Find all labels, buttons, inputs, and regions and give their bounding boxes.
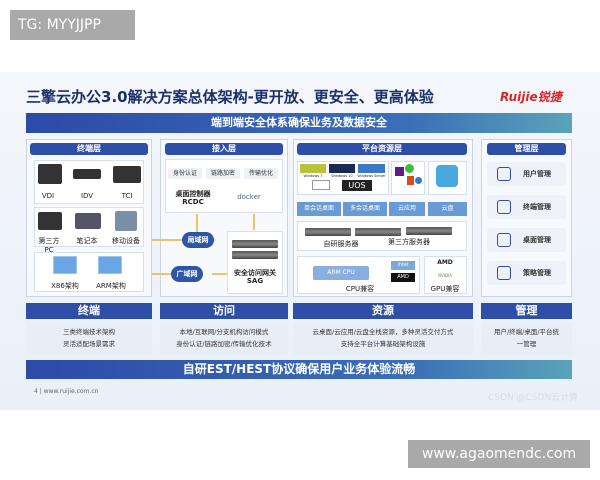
- vdi-label: VDI: [41, 192, 55, 200]
- self-server-label: 自研服务器: [323, 240, 359, 248]
- office-icon: [407, 176, 414, 185]
- intel-logo: intel: [391, 261, 415, 270]
- policy-management: 策略管理: [487, 261, 566, 285]
- top-banner: 端到端安全体系确保业务及数据安全: [26, 113, 572, 133]
- windows-server-label: Windows Server: [357, 174, 386, 178]
- windows10-label: Windows 10: [331, 174, 353, 178]
- terminal-header: 终端层: [30, 143, 148, 155]
- idv-label: IDV: [80, 192, 94, 200]
- encrypt-pill: 链路加密: [206, 168, 240, 179]
- server-icon: [232, 251, 278, 259]
- tci-monitor-icon: [113, 166, 141, 183]
- gpu-box: [424, 256, 467, 294]
- ruijie-logo: Ruijie锐捷: [500, 90, 562, 104]
- docker-logo: docker: [237, 193, 261, 201]
- multi-session-desktop: 多会话桌面: [343, 202, 387, 216]
- kylin-icon: [312, 180, 330, 190]
- arm-cpu: ARM CPU: [313, 266, 369, 280]
- overlay-tag: TG: MYYJJPP: [10, 10, 135, 40]
- code-monitor-icon: [497, 200, 511, 214]
- connector-arrow: [152, 273, 180, 275]
- optimize-pill: 传输优化: [244, 168, 278, 179]
- idv-device-icon: [73, 169, 101, 179]
- amd-gpu-logo: AMD: [437, 259, 453, 266]
- server-icon: [305, 228, 351, 236]
- connector-arrow: [196, 214, 198, 232]
- mobile-device-icon: [115, 211, 137, 231]
- rcdc-label: RCDC: [182, 198, 204, 206]
- terminal-management-label: 终端管理: [523, 203, 551, 211]
- cloud-disk: 云盘: [428, 202, 467, 216]
- user-management: 用户管理: [487, 162, 566, 186]
- third-party-pc-label: 第三方PC: [38, 237, 60, 254]
- cloud-disk-icon: [436, 165, 458, 187]
- watermark-url: www.agaomendc.com: [408, 440, 590, 468]
- server-icon: [406, 227, 452, 235]
- premiere-icon: [395, 167, 404, 176]
- connector-arrow: [152, 239, 182, 241]
- gpu-compat-label: GPU兼容: [430, 285, 460, 293]
- desktop-management: 桌面管理: [487, 228, 566, 252]
- servers-box: [297, 221, 467, 251]
- summary-resource-text: 云桌面/云应用/云盘全栈资源，多种灵活交付方式支持全平台计算基础架构设施: [293, 322, 473, 355]
- sag-label: 安全访问网关: [234, 269, 276, 277]
- slide-footer: 4 | www.ruijie.com.cn: [34, 388, 99, 395]
- windows7-icon: [300, 164, 326, 173]
- windows7-label: Windows 7: [303, 174, 323, 178]
- windows-server-icon: [358, 164, 385, 173]
- summary-management-title: 管理: [481, 303, 572, 319]
- nvidia-logo: NVIDIA: [438, 273, 452, 278]
- single-session-desktop: 单会话桌面: [297, 202, 341, 216]
- summary-terminal-title: 终端: [26, 303, 152, 319]
- user-icon: [497, 167, 511, 181]
- server-icon: [355, 228, 401, 236]
- arm-chip-icon: [98, 256, 122, 274]
- windows10-icon: [329, 164, 355, 173]
- amd-logo: AMD: [391, 273, 415, 282]
- laptop-label: 笔记本: [76, 237, 98, 245]
- desktop-management-label: 桌面管理: [523, 236, 551, 244]
- server-icon: [232, 240, 278, 248]
- summary-access-title: 访问: [160, 303, 288, 319]
- summary-resource-title: 资源: [293, 303, 473, 319]
- pc-icon: [38, 212, 62, 230]
- ie-icon: [415, 177, 422, 184]
- access-header: 接入层: [165, 143, 283, 155]
- summary-terminal-text: 三类终端技术架构灵活适配场景需求: [26, 322, 152, 355]
- mobile-label: 移动设备: [112, 237, 140, 245]
- summary-management-text: 用户/终端/桌面/平台统一管理: [481, 322, 572, 355]
- terminal-arch-row: [34, 252, 144, 292]
- policy-doc-icon: [497, 266, 511, 280]
- summary-access-text: 本地/互联网/分支机构访问模式身份认证/链路加密/传输优化技术: [160, 322, 288, 355]
- controller-label: 桌面控制器: [175, 190, 211, 198]
- bottom-banner: 自研EST/HEST协议确保用户业务体验流畅: [26, 360, 572, 379]
- x86-label: X86架构: [51, 282, 79, 290]
- platform-header: 平台资源层: [297, 143, 467, 155]
- wechat-icon: [405, 164, 414, 173]
- uos-logo: UOS: [342, 180, 372, 191]
- connector-arrow: [253, 214, 255, 230]
- third-party-server-label: 第三方服务器: [388, 238, 430, 246]
- x86-chip-icon: [53, 256, 77, 274]
- lan-cloud: 局域网: [182, 232, 214, 248]
- user-management-label: 用户管理: [523, 170, 551, 178]
- auth-pill: 身份认证: [168, 168, 202, 179]
- slide-title: 三擎云办公3.0解决方案总体架构-更开放、更安全、更高体验: [26, 88, 434, 106]
- policy-management-label: 策略管理: [523, 269, 551, 277]
- tci-label: TCI: [121, 192, 133, 200]
- cpu-compat-label: CPU兼容: [345, 285, 375, 293]
- laptop-icon: [75, 213, 101, 229]
- vdi-device-icon: [38, 164, 62, 184]
- cloud-app: 云应用: [389, 202, 425, 216]
- csdn-watermark: CSDN @CSDN云计算: [488, 393, 579, 403]
- desktop-settings-icon: [497, 233, 511, 247]
- wan-cloud: 广域网: [171, 266, 203, 282]
- management-header: 管理层: [487, 143, 566, 155]
- terminal-management: 终端管理: [487, 195, 566, 219]
- arm-label: ARM架构: [96, 282, 126, 290]
- sag-sub-label: SAG: [246, 277, 264, 285]
- connector-arrow: [212, 273, 228, 275]
